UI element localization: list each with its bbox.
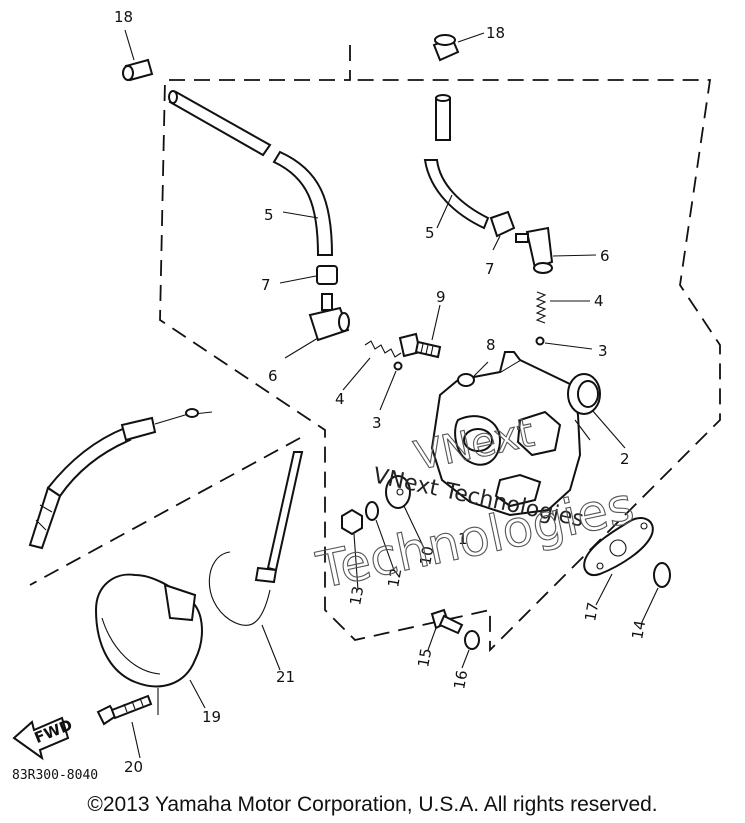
callout-16: 16 [450, 669, 471, 691]
callout-6-right: 6 [600, 247, 610, 265]
document-code: 83R300-8040 [12, 768, 99, 783]
callout-2: 2 [620, 450, 630, 468]
copyright-notice: ©2013 Yamaha Motor Corporation, U.S.A. A… [87, 793, 658, 816]
part-8-washer [457, 361, 489, 387]
assembly-boundary-dashed [159, 45, 721, 653]
part-15-screw [427, 608, 464, 651]
callout-18-left: 18 [114, 8, 133, 26]
part-16-washer [461, 630, 480, 669]
part-14-o-ring [641, 562, 671, 623]
callout-4-left: 4 [335, 390, 345, 408]
part-20-bolt [96, 688, 159, 759]
exploded-parts-diagram: FWD 18 18 5 5 7 7 6 6 9 4 4 3 3 8 2 1 10… [12, 8, 721, 776]
callout-7-right: 7 [485, 260, 495, 278]
callout-4-right: 4 [594, 292, 604, 310]
callout-20: 20 [124, 758, 143, 776]
part-4-spring-left [342, 340, 402, 391]
part-6-elbow-right [515, 226, 597, 274]
part-5-hose-left [168, 90, 334, 256]
callout-10: 10 [416, 545, 437, 567]
part-2-oil-seal [567, 373, 626, 449]
part-21-pump-cable [208, 451, 304, 671]
part-1-pump-body [430, 351, 591, 517]
callout-13: 13 [346, 585, 367, 607]
callout-9: 9 [436, 288, 446, 306]
part-19-pump-cover [94, 573, 206, 709]
part-5-hose-right [423, 94, 490, 230]
callout-3-left: 3 [372, 414, 382, 432]
part-6-elbow-left [284, 293, 350, 359]
callout-1: 1 [458, 530, 468, 548]
callout-21: 21 [276, 668, 295, 686]
cable-boundary-dashed [29, 437, 301, 586]
part-7-clamp-left [279, 265, 338, 285]
callout-8: 8 [486, 336, 496, 354]
callout-18-right: 18 [486, 24, 505, 42]
callout-19: 19 [202, 708, 221, 726]
callout-7-left: 7 [261, 276, 271, 294]
part-18-cap-right [432, 32, 485, 62]
fwd-arrow-icon: FWD [12, 716, 75, 761]
callout-14: 14 [628, 619, 649, 641]
part-9-bolt [398, 304, 442, 359]
callout-labels: 18 18 5 5 7 7 6 6 9 4 4 3 3 8 2 1 10 12 … [114, 8, 649, 776]
part-12-washer [365, 501, 395, 571]
callout-15: 15 [414, 647, 435, 669]
throttle-cable [28, 408, 213, 550]
callout-5-left: 5 [264, 206, 274, 224]
part-10-drive-plate [385, 475, 425, 549]
part-13-nut [341, 508, 363, 591]
callout-6-left: 6 [268, 367, 278, 385]
part-3-ball-right [535, 336, 593, 350]
part-4-spring-right [535, 291, 590, 324]
callout-5-right: 5 [425, 224, 435, 242]
callout-12: 12 [384, 567, 405, 589]
part-7-clamp-right [489, 210, 516, 251]
part-17-gasket [583, 516, 654, 606]
part-18-cap-left [122, 29, 154, 82]
callout-3-right: 3 [598, 342, 608, 360]
part-3-ball-left [379, 361, 403, 411]
callout-17: 17 [581, 601, 602, 623]
